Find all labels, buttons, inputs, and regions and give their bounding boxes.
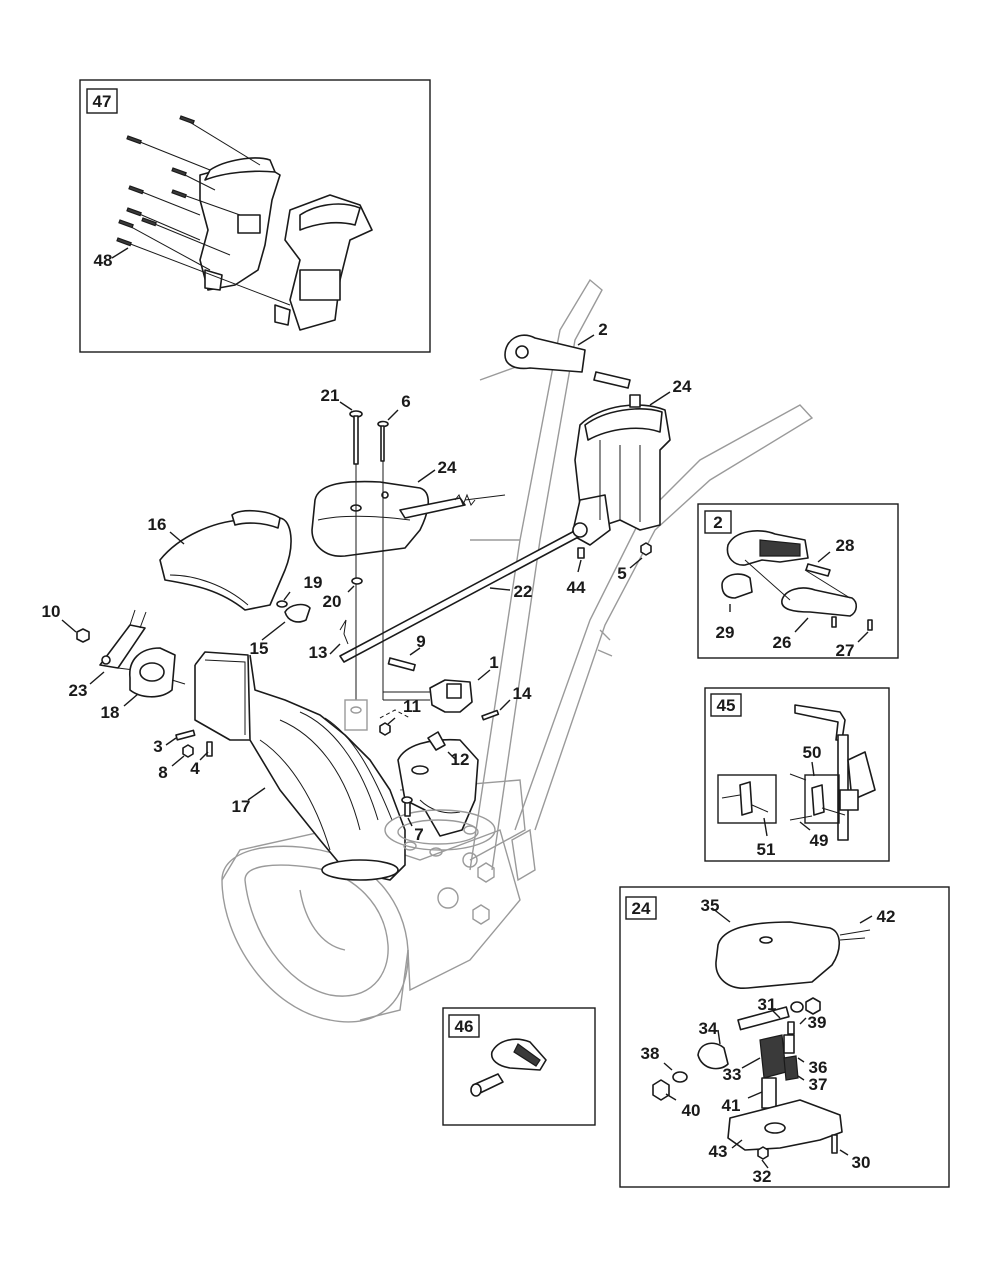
callout-38: 38 [641, 1044, 660, 1063]
bolt-21 [349, 410, 363, 465]
chute-deflector [159, 509, 292, 611]
inset-2-frame: 2 [697, 503, 899, 659]
callout-44: 44 [567, 578, 586, 597]
callout-2: 2 [598, 320, 607, 339]
callout-30: 30 [852, 1153, 871, 1172]
screw-14 [481, 709, 500, 721]
bolt-4 [206, 741, 213, 757]
callout-1: 1 [489, 653, 498, 672]
wing-knob-15 [284, 603, 311, 623]
ghost-chute-post [344, 699, 368, 731]
screw-6 [377, 420, 389, 462]
callout-20: 20 [323, 592, 342, 611]
ghost-chute-ring [384, 809, 496, 857]
washer-20 [351, 577, 363, 585]
callout-34: 34 [699, 1019, 718, 1038]
inset-47-frame: 47 [79, 79, 431, 353]
callout-35: 35 [701, 896, 720, 915]
callout-15: 15 [250, 639, 269, 658]
inset-label-47: 47 [93, 92, 112, 111]
callout-11: 11 [403, 697, 421, 716]
callout-21: 21 [321, 386, 340, 405]
bolt-3 [175, 729, 196, 741]
chute-control-exploded [652, 921, 871, 1160]
callout-29: 29 [716, 623, 735, 642]
dual-control-tower [571, 394, 671, 546]
screw-7 [401, 796, 413, 817]
callout-16: 16 [148, 515, 167, 534]
inset-label-46: 46 [455, 1017, 474, 1036]
dual-control-assembly-exploded [116, 115, 373, 331]
callout-25: 24 [673, 377, 692, 396]
callout-50: 50 [803, 743, 822, 762]
chute-mounting-bracket [383, 679, 473, 713]
chute-gear-housing [129, 647, 186, 698]
callout-9: 9 [416, 632, 425, 651]
handle-panel-exploded [721, 530, 873, 631]
inset-label-24: 24 [632, 899, 651, 918]
callout-26: 26 [773, 633, 792, 652]
discharge-chute [194, 651, 406, 881]
inset-46-frame: 46 [442, 1007, 596, 1126]
callout-18: 18 [101, 703, 120, 722]
washer-19 [276, 600, 288, 608]
chute-crank-assembly [717, 704, 876, 841]
callout-12: 12 [451, 750, 470, 769]
callout-22: 22 [514, 582, 533, 601]
callout-28: 28 [836, 536, 855, 555]
inset-label-45: 45 [717, 696, 736, 715]
callout-27: 27 [836, 641, 855, 660]
callout-13: 13 [309, 643, 328, 662]
callout-43: 43 [709, 1142, 728, 1161]
inset-24-frame: 24 [619, 886, 950, 1188]
handle-panel [504, 334, 631, 389]
callout-3: 3 [153, 737, 162, 756]
spring-clip-13 [339, 619, 349, 645]
callout-42: 42 [877, 907, 896, 926]
nut-11 [379, 722, 391, 736]
callout-51: 51 [757, 840, 776, 859]
callout-17: 17 [232, 797, 251, 816]
callout-41: 41 [722, 1096, 741, 1115]
callout-14: 14 [513, 684, 532, 703]
callout-33: 33 [723, 1065, 742, 1084]
chute-base-plate [397, 731, 479, 837]
callout-39: 39 [808, 1013, 827, 1032]
callout-49: 49 [810, 831, 829, 850]
chute-control-cover [311, 480, 506, 557]
callout-37: 37 [809, 1075, 828, 1094]
callout-40: 40 [682, 1101, 701, 1120]
callout-7: 7 [414, 825, 423, 844]
callout-23: 23 [69, 681, 88, 700]
callout-36: 36 [809, 1058, 828, 1077]
chute-tilt-kit [470, 1038, 547, 1097]
callout-48: 48 [94, 251, 113, 270]
nut-8 [182, 744, 194, 758]
hex-nut-5 [640, 542, 652, 556]
callout-31: 31 [758, 995, 777, 1014]
pin-9 [387, 657, 416, 672]
cable-bracket-23 [99, 609, 151, 673]
pin-44 [577, 547, 585, 559]
callout-32: 32 [753, 1167, 772, 1186]
callout-6: 6 [401, 392, 410, 411]
callout-4: 4 [190, 759, 200, 778]
inset-label-2: 2 [713, 513, 722, 532]
callout-24: 24 [438, 458, 457, 477]
inset-45-frame: 45 [704, 687, 890, 862]
callout-19: 19 [304, 573, 323, 592]
callout-10: 10 [42, 602, 61, 621]
chute-crank-rod [339, 522, 588, 663]
nut-10 [76, 628, 90, 643]
callout-8: 8 [158, 763, 167, 782]
callout-5: 5 [617, 564, 626, 583]
